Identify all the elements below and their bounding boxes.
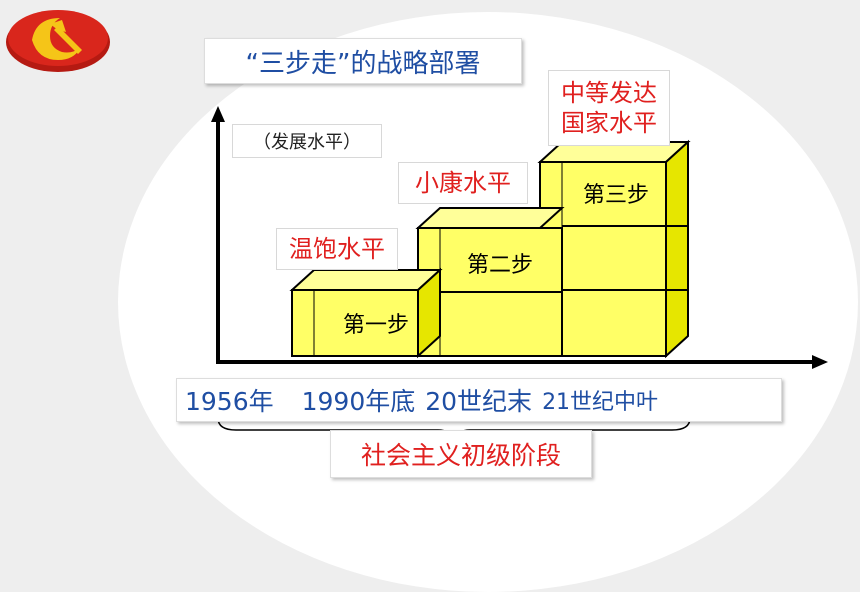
step3-label: 第三步 (583, 182, 649, 207)
level3-line2: 国家水平 (561, 109, 657, 137)
stage-label: 社会主义初级阶段 (360, 441, 561, 470)
y-axis-arrow (211, 106, 225, 122)
party-emblem-icon (6, 10, 110, 72)
staircase-diagram: 第一步 第二步 第三步 (211, 106, 828, 443)
level3-line1: 中等发达 (561, 79, 657, 107)
step1-label: 第一步 (343, 312, 409, 337)
year-21st-century-mid: 21世纪中叶 (542, 390, 659, 415)
y-axis-label: （发展水平） (232, 124, 382, 158)
level-label-moderately-prosperous: 小康水平 (398, 162, 528, 204)
level-label-subsistence: 温饱水平 (276, 228, 398, 270)
level-label-moderately-developed: 中等发达 国家水平 (548, 70, 670, 146)
page-title: “三步走”的战略部署 (245, 48, 481, 79)
title-box: “三步走”的战略部署 (204, 38, 522, 84)
timeline-box: 1956年 1990年底 20世纪末 21世纪中叶 (176, 378, 782, 422)
step2-label: 第二步 (467, 252, 533, 277)
step1-block (289, 267, 443, 359)
year-1956: 1956年 (185, 387, 274, 416)
stage-box: 社会主义初级阶段 (330, 430, 592, 478)
timeline-years: 1956年 1990年底 20世纪末 21世纪中叶 (177, 379, 781, 421)
year-20th-century-end: 20世纪末 (425, 387, 533, 416)
x-axis-arrow (812, 355, 828, 369)
year-1990: 1990年底 (301, 387, 416, 416)
step2-block (415, 207, 565, 357)
